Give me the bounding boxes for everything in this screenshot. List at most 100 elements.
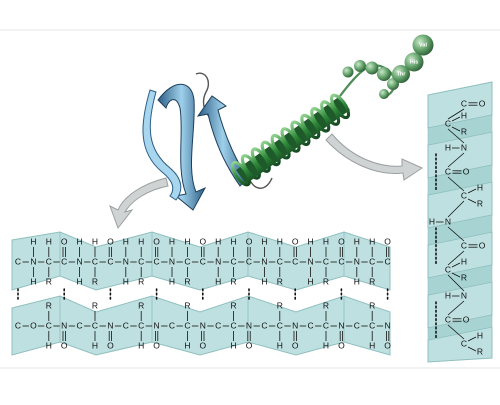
atom-label: R [184, 300, 190, 310]
residue-bead-val [412, 34, 434, 56]
atom-label: C [246, 256, 252, 266]
atom-label: R [323, 276, 329, 286]
atom-label: R [46, 300, 52, 310]
atom-label: H [184, 236, 190, 246]
atom-label: C [277, 256, 283, 266]
atom-label: H [354, 276, 360, 286]
atom-label: C [461, 240, 467, 250]
residue-bead [365, 61, 379, 75]
atom-label: C [461, 98, 467, 108]
atom-label: H [308, 236, 314, 246]
covalent-bond [451, 126, 461, 132]
backbone-bond [447, 128, 465, 144]
atom-label: C [200, 256, 206, 266]
atom-label: R [138, 300, 144, 310]
atom-label: C [323, 320, 329, 330]
atom-label: H [261, 276, 267, 286]
atom-label: N [169, 256, 175, 266]
atom-label: H [169, 276, 175, 286]
residue-bead [377, 67, 391, 81]
atom-label: H [477, 182, 483, 192]
atom-label: C [445, 118, 451, 128]
atom-label: N [200, 320, 206, 330]
atom-label: C [231, 320, 237, 330]
residue-label-thr: Thr [397, 71, 407, 77]
atom-label: H [92, 340, 98, 350]
atom-label: N [338, 320, 344, 330]
atom-label: H [323, 340, 329, 350]
atom-label: N [308, 256, 314, 266]
atom-label: O [292, 236, 299, 246]
residue-bead [379, 89, 389, 99]
atom-label: H [477, 330, 483, 340]
atom-label: O [384, 236, 391, 246]
atom-label: C [61, 256, 67, 266]
helix-core [236, 96, 350, 184]
atom-label: R [277, 300, 283, 310]
atom-label: O [199, 340, 206, 350]
atom-label: C [169, 320, 175, 330]
atom-label: H [277, 236, 283, 246]
atom-label: O [463, 166, 470, 176]
atom-label: C [15, 320, 21, 330]
atom-label: C [15, 256, 21, 266]
atom-label: N [461, 290, 467, 300]
arrow-to-beta-sheet [109, 177, 169, 230]
atom-label: O [61, 340, 68, 350]
atom-label: O [107, 236, 114, 246]
arrow-to-helix-backbone [325, 133, 424, 181]
atom-label: H [77, 276, 83, 286]
atom-label: R [277, 276, 283, 286]
atom-label: H [30, 236, 36, 246]
residue-bead [342, 66, 354, 78]
atom-label: C [138, 256, 144, 266]
atom-label: O [338, 340, 345, 350]
atom-label: H [46, 340, 52, 350]
atom-label: N [246, 320, 252, 330]
atom-label: O [107, 340, 114, 350]
atom-label: C [107, 256, 113, 266]
atom-label: H [323, 236, 329, 246]
atom-label: O [479, 240, 486, 250]
atom-label: H [461, 110, 467, 120]
atom-label: C [46, 256, 52, 266]
atom-label: O [246, 236, 253, 246]
atom-label: C [338, 256, 344, 266]
atom-label: H [92, 236, 98, 246]
helix-turn [329, 93, 351, 120]
atom-label: H [123, 276, 129, 286]
backbone-bond [447, 176, 465, 192]
atom-label: R [92, 276, 98, 286]
atom-label: C [184, 256, 190, 266]
atom-label: O [292, 340, 299, 350]
atom-label: C [215, 320, 221, 330]
backbone-bond [447, 300, 465, 316]
atom-label: C [369, 320, 375, 330]
atom-label: H [369, 340, 375, 350]
column-ribbon-back [427, 114, 493, 341]
atom-label: C [292, 256, 298, 266]
covalent-bond [467, 346, 477, 352]
atom-label: O [384, 340, 391, 350]
covalent-bond [467, 188, 477, 194]
atom-label: R [477, 198, 483, 208]
beta-strand-ribbon [142, 89, 182, 201]
atom-label: R [323, 300, 329, 310]
atom-label: C [46, 320, 52, 330]
atom-label: H [123, 236, 129, 246]
atom-label: O [463, 314, 470, 324]
protein-cartoon: Thr His Val [142, 34, 434, 211]
atom-label: O [153, 340, 160, 350]
backbone-bond [447, 226, 465, 242]
backbone-bond [447, 274, 465, 292]
backbone-bond [447, 152, 465, 168]
atom-label: C [445, 166, 451, 176]
atom-label: C [354, 320, 360, 330]
atom-label: H [308, 276, 314, 286]
atom-label: C [154, 256, 160, 266]
atom-label: H [354, 236, 360, 246]
atom-label: C [123, 320, 129, 330]
